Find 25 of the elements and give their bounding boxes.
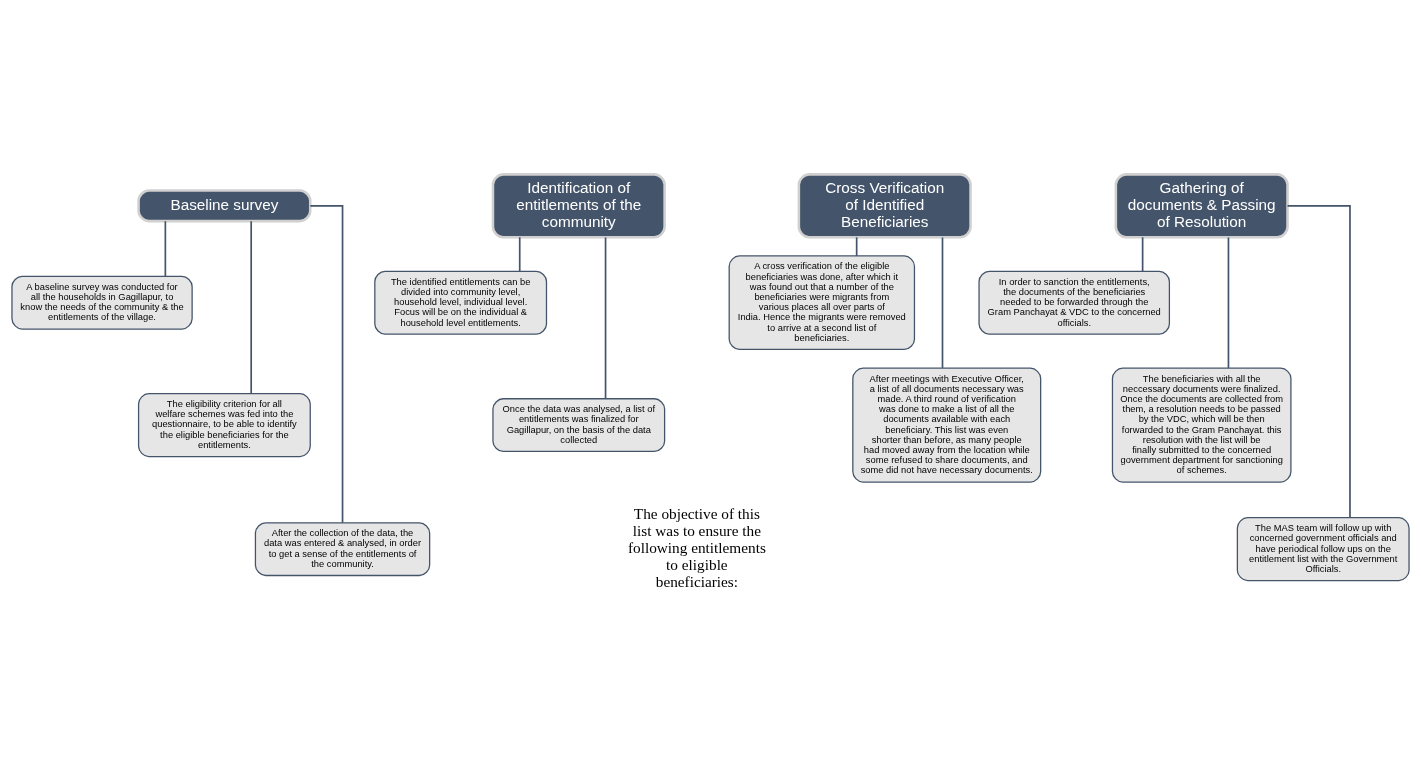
connector bbox=[1286, 204, 1351, 518]
node-box: A cross verification of the eligible beneficiaries was done, after which it was found out that a number of the beneficiaries were migrants from various places all over parts of India. Hence the migrants were removed to arrive at a second list of beneficiaries. bbox=[728, 254, 916, 350]
connector bbox=[604, 236, 607, 399]
node-box: The MAS team will follow up with concerned government officials and have periodical follow ups on the entitlement list with the Government Officials. bbox=[1236, 516, 1410, 581]
connector bbox=[164, 219, 167, 277]
node-box: A baseline survey was conducted for all the households in Gagillapur, to know the needs of the community & the entitlements of the village. bbox=[11, 275, 193, 330]
label: The objective of this list was to ensure the following entitlements to eligible beneficiaries: bbox=[627, 504, 766, 590]
node-box: Once the data was analysed, a list of entitlements was finalized for Gagillapur, on the basis of the data collected bbox=[492, 397, 666, 452]
connector bbox=[941, 236, 944, 369]
node-box: Gathering of documents & Passing of Resolution bbox=[1114, 172, 1289, 239]
node-box: In order to sanction the entitlements, the documents of the beneficiaries needed to be forwarded through the Gram Panchayat & VDC to the concerned officials. bbox=[978, 270, 1171, 335]
node-box: The identified entitlements can be divided into community level, household level, individual level. Focus will be on the individual & household level entitlements. bbox=[374, 270, 548, 335]
connector bbox=[855, 235, 858, 257]
node-box: The beneficiaries with all the neccessary documents were finalized. Once the documents are collected from them, a resolution needs to be passed by the VDC, which will be then forwarded to the Gram Panchayat. this resolution with the list will be finally submitted to the concerned government department for sanctioning of schemes. bbox=[1111, 367, 1292, 483]
node-box: The eligibility criterion for all welfare schemes was fed into the questionnaire, to be able to identify the eligible beneficiaries for the entitlements. bbox=[137, 392, 311, 457]
connector bbox=[518, 235, 521, 272]
node-box: Baseline survey bbox=[137, 188, 312, 222]
node-box: After meetings with Executive Officer, a list of all documents necessary was made. A third round of verification was done to make a list of all the documents available with each beneficiary. This list was even shorter than before, as many people had moved away from the location while some refused to share documents, and some did not have necessary documents. bbox=[852, 367, 1042, 483]
connector bbox=[309, 204, 344, 524]
connector bbox=[1141, 235, 1144, 272]
node-box: Cross Verification of Identified Beneficiaries bbox=[797, 172, 972, 239]
node-box: After the collection of the data, the data was entered & analysed, in order to get a sense of the entitlements of the community. bbox=[254, 521, 431, 576]
connector bbox=[250, 219, 253, 394]
node-box: Identification of entitlements of the community bbox=[491, 172, 666, 239]
connector bbox=[1227, 236, 1230, 369]
